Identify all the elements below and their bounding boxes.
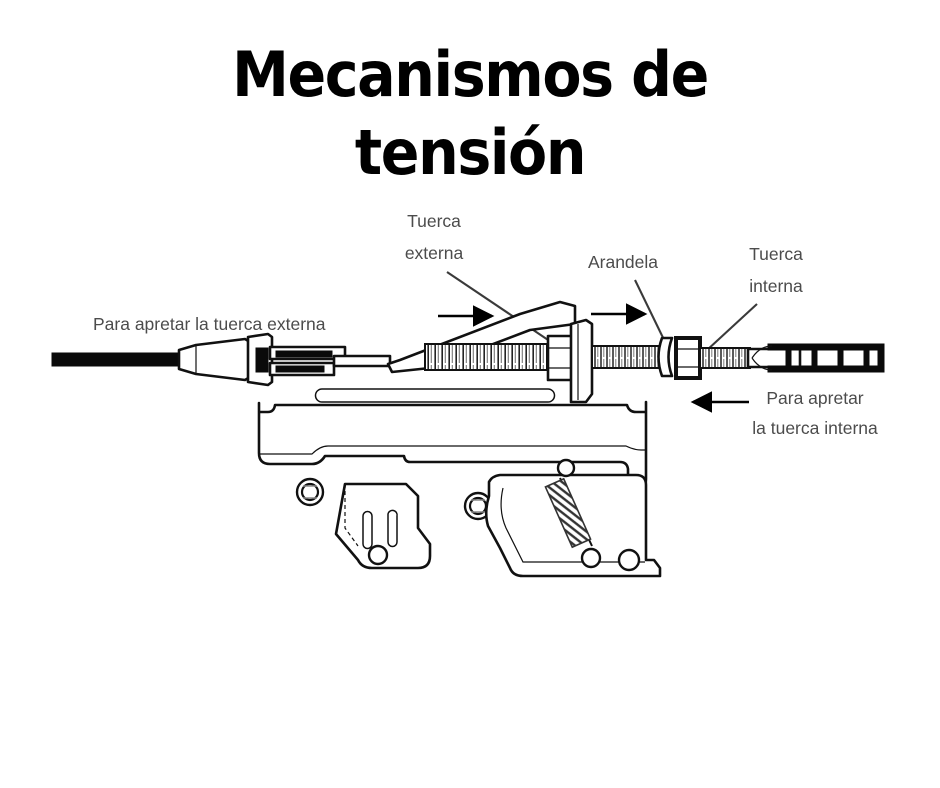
coil-spring [544, 477, 593, 549]
tension-mechanism-diagram: Tuerca externa Arandela Tuerca interna P… [0, 196, 940, 616]
label-outer-nut-line2: externa [405, 243, 464, 263]
connector-core-bottom [275, 365, 325, 373]
bolt-right-group [463, 491, 493, 521]
outer-nut-hex [546, 334, 574, 382]
bracket-upright-plate [569, 318, 594, 404]
connector-core-top [275, 350, 333, 358]
lever-arm-inner [500, 487, 645, 563]
connector-rod [332, 354, 392, 368]
leader-inner-nut [705, 303, 758, 352]
page-title: Mecanismos de tensión [0, 36, 940, 192]
mounting-bracket-body [257, 400, 648, 494]
title-line-2: tensión [354, 116, 587, 189]
tab-slot-1 [362, 510, 373, 550]
leader-outer-nut [446, 271, 561, 349]
ferrule-core [255, 347, 269, 373]
leader-washer [634, 279, 669, 349]
label-outer-nut-line1: Tuerca [407, 211, 461, 231]
slotted-tab [334, 482, 432, 570]
inner-nut-hex [674, 336, 702, 380]
lever-pivot-hole-end [617, 548, 641, 572]
bracket-long-slot [314, 388, 556, 403]
label-tighten-inner-line2: la tuerca interna [752, 418, 878, 438]
threaded-rod-outer [424, 343, 548, 371]
label-washer: Arandela [588, 252, 658, 272]
outer-nut-facets [548, 347, 572, 369]
threaded-rod-inner [699, 347, 751, 369]
title-line-1: Mecanismos de [232, 38, 709, 111]
slotted-tab-fold [344, 484, 359, 547]
tab-hole [367, 544, 389, 566]
label-tighten-inner-line1: Para apretar [766, 388, 863, 408]
bracket-contour [259, 445, 646, 455]
tab-slot-2 [387, 509, 398, 548]
label-inner-nut-line1: Tuerca [749, 244, 803, 264]
cable-sleeve [177, 337, 252, 382]
label-inner-nut-line2: interna [749, 276, 803, 296]
threaded-rod-mid [591, 345, 661, 369]
label-tighten-outer: Para apretar la tuerca externa [93, 314, 326, 334]
conduit-segments [785, 347, 885, 369]
cable-end [51, 352, 180, 367]
inner-nut-facets [676, 348, 700, 368]
lever-pivot-hole-top [556, 458, 576, 478]
conduit-collar [746, 347, 802, 369]
conduit-entry [751, 345, 773, 371]
lever-pivot-hole-bottom [580, 547, 602, 569]
bolt-left-group [295, 477, 325, 507]
washer-ring [657, 336, 674, 378]
